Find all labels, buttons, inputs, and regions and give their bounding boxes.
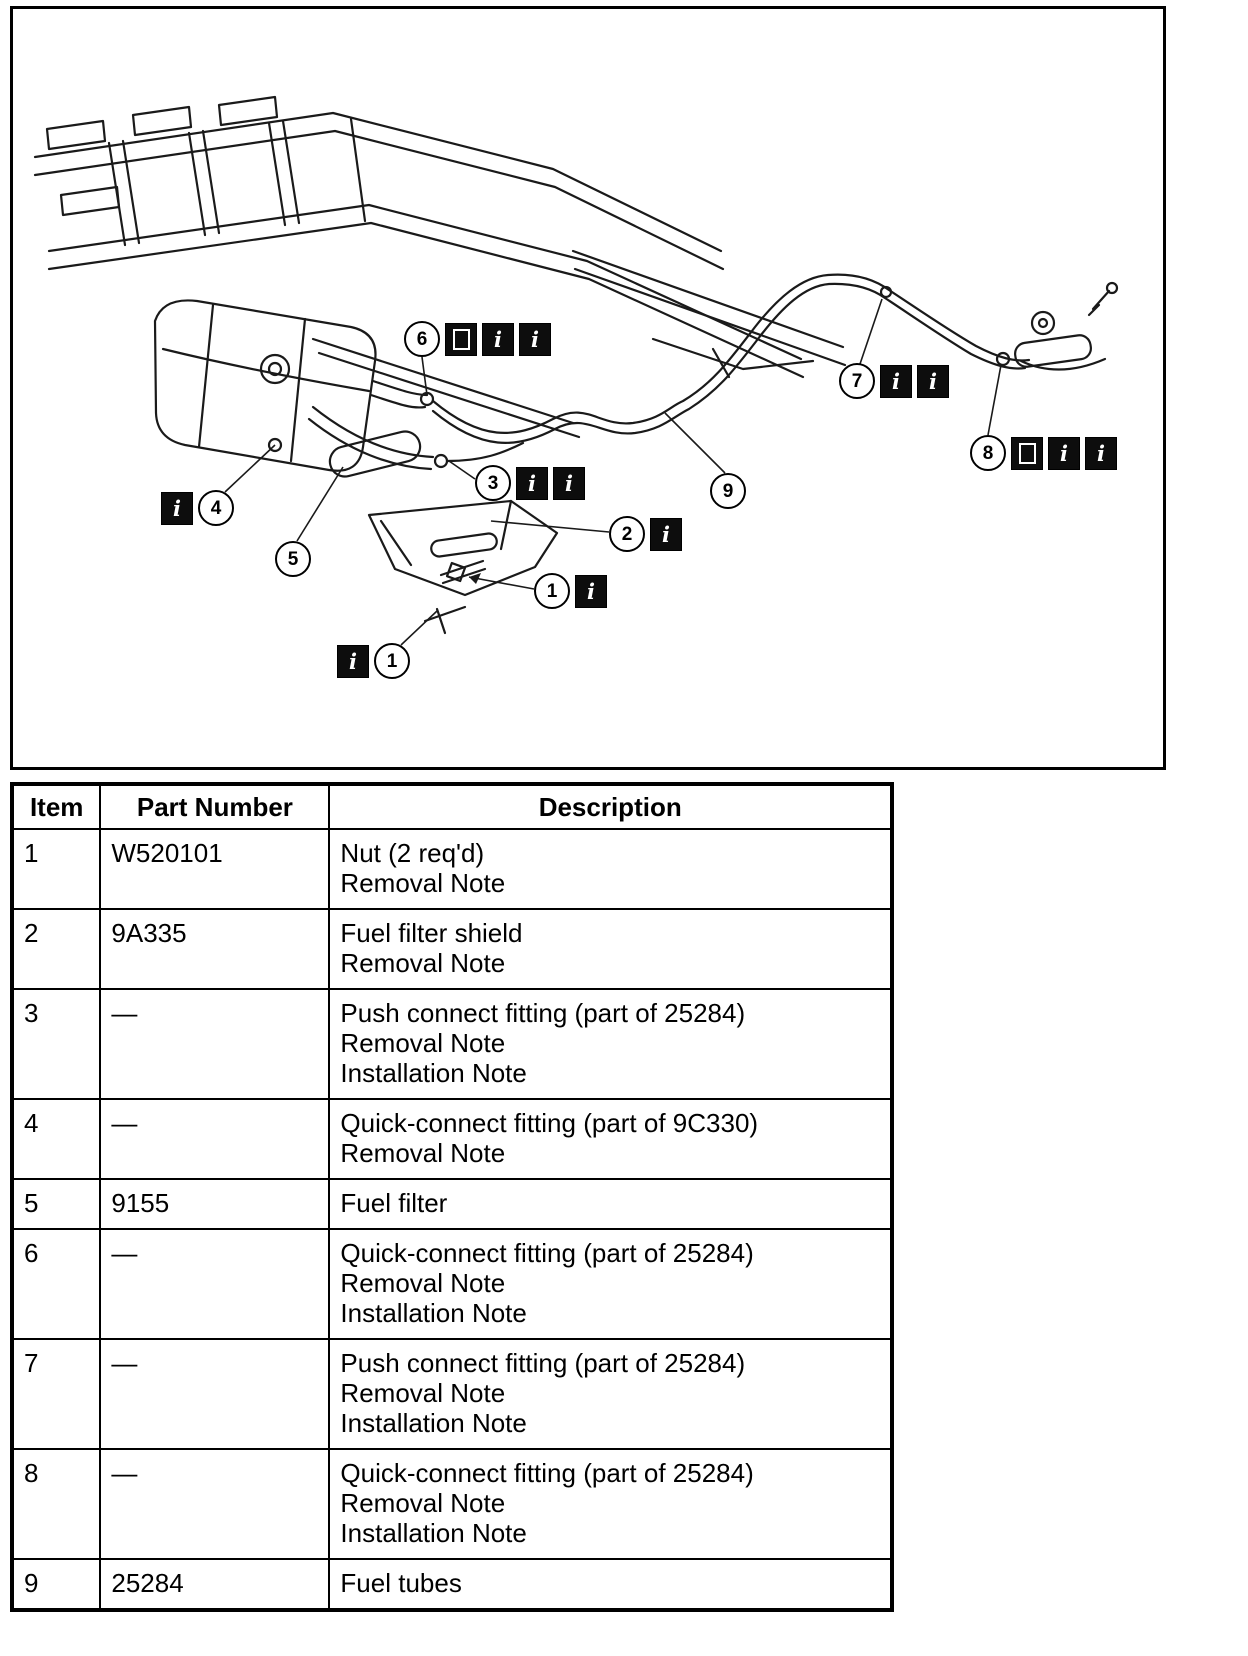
header-description: Description [328, 783, 893, 830]
info-icon: i [1085, 436, 1117, 470]
info-icon: i [1048, 436, 1080, 470]
callout-number: 3 [475, 465, 511, 501]
info-icon: i [161, 491, 193, 525]
cell-part-number: — [99, 1228, 331, 1340]
cell-description: Fuel filter shield Removal Note [328, 908, 893, 990]
cell-description: Quick-connect fitting (part of 25284) Re… [328, 1228, 893, 1340]
cell-item: 8 [10, 1448, 102, 1560]
cell-description: Quick-connect fitting (part of 9C330) Re… [328, 1098, 893, 1180]
callout-number: 6 [404, 321, 440, 357]
cell-part-number: 9155 [99, 1178, 331, 1230]
table-row: 1 W520101 Nut (2 req'd) Removal Note [10, 828, 893, 910]
cell-part-number: — [99, 1338, 331, 1450]
callout-number: 5 [275, 541, 311, 577]
info-icon: i [650, 517, 682, 551]
callout-number: 1 [534, 573, 570, 609]
cell-item: 2 [10, 908, 102, 990]
cell-item: 7 [10, 1338, 102, 1450]
cell-part-number: — [99, 988, 331, 1100]
table-row: 5 9155 Fuel filter [10, 1178, 893, 1230]
cell-description: Nut (2 req'd) Removal Note [328, 828, 893, 910]
info-icon: i [516, 466, 548, 500]
cell-item: 4 [10, 1098, 102, 1180]
cell-item: 3 [10, 988, 102, 1100]
callout-9: 9 [710, 473, 746, 509]
cell-item: 1 [10, 828, 102, 910]
cell-description: Quick-connect fitting (part of 25284) Re… [328, 1448, 893, 1560]
callout-number: 1 [374, 643, 410, 679]
table-row: 2 9A335 Fuel filter shield Removal Note [10, 908, 893, 990]
info-icon: i [880, 364, 912, 398]
table-row: 4 — Quick-connect fitting (part of 9C330… [10, 1098, 893, 1180]
note-doc-icon [1011, 436, 1043, 470]
table-row: 3 — Push connect fitting (part of 25284)… [10, 988, 893, 1100]
cell-part-number: 9A335 [99, 908, 331, 990]
cell-item: 9 [10, 1558, 102, 1611]
parts-table: Item Part Number Description 1 W520101 N… [10, 782, 894, 1612]
cell-part-number: W520101 [99, 828, 331, 910]
info-icon: i [482, 322, 514, 356]
cell-part-number: — [99, 1098, 331, 1180]
info-icon: i [575, 574, 607, 608]
cell-description: Push connect fitting (part of 25284) Rem… [328, 1338, 893, 1450]
callout-5: 5 [275, 541, 311, 577]
cell-item: 6 [10, 1228, 102, 1340]
table-row: 8 — Quick-connect fitting (part of 25284… [10, 1448, 893, 1560]
callout-number: 8 [970, 435, 1006, 471]
header-part-number: Part Number [99, 783, 331, 830]
cell-part-number: 25284 [99, 1558, 331, 1611]
cell-description: Push connect fitting (part of 25284) Rem… [328, 988, 893, 1100]
info-icon: i [917, 364, 949, 398]
cell-item: 5 [10, 1178, 102, 1230]
info-icon: i [553, 466, 585, 500]
header-item: Item [10, 783, 102, 830]
info-icon: i [337, 644, 369, 678]
table-header-row: Item Part Number Description [10, 783, 893, 830]
table-row: 7 — Push connect fitting (part of 25284)… [10, 1338, 893, 1450]
fuel-system-line-art [33, 95, 1119, 646]
table-row: 9 25284 Fuel tubes [10, 1558, 893, 1611]
parts-table-body: 1 W520101 Nut (2 req'd) Removal Note 2 9… [10, 828, 893, 1611]
cell-part-number: — [99, 1448, 331, 1560]
table-row: 6 — Quick-connect fitting (part of 25284… [10, 1228, 893, 1340]
callout-number: 9 [710, 473, 746, 509]
cell-description: Fuel tubes [328, 1558, 893, 1611]
note-doc-icon [445, 322, 477, 356]
callout-number: 7 [839, 363, 875, 399]
callout-number: 2 [609, 516, 645, 552]
cell-description: Fuel filter [328, 1178, 893, 1230]
callout-number: 4 [198, 490, 234, 526]
info-icon: i [519, 322, 551, 356]
